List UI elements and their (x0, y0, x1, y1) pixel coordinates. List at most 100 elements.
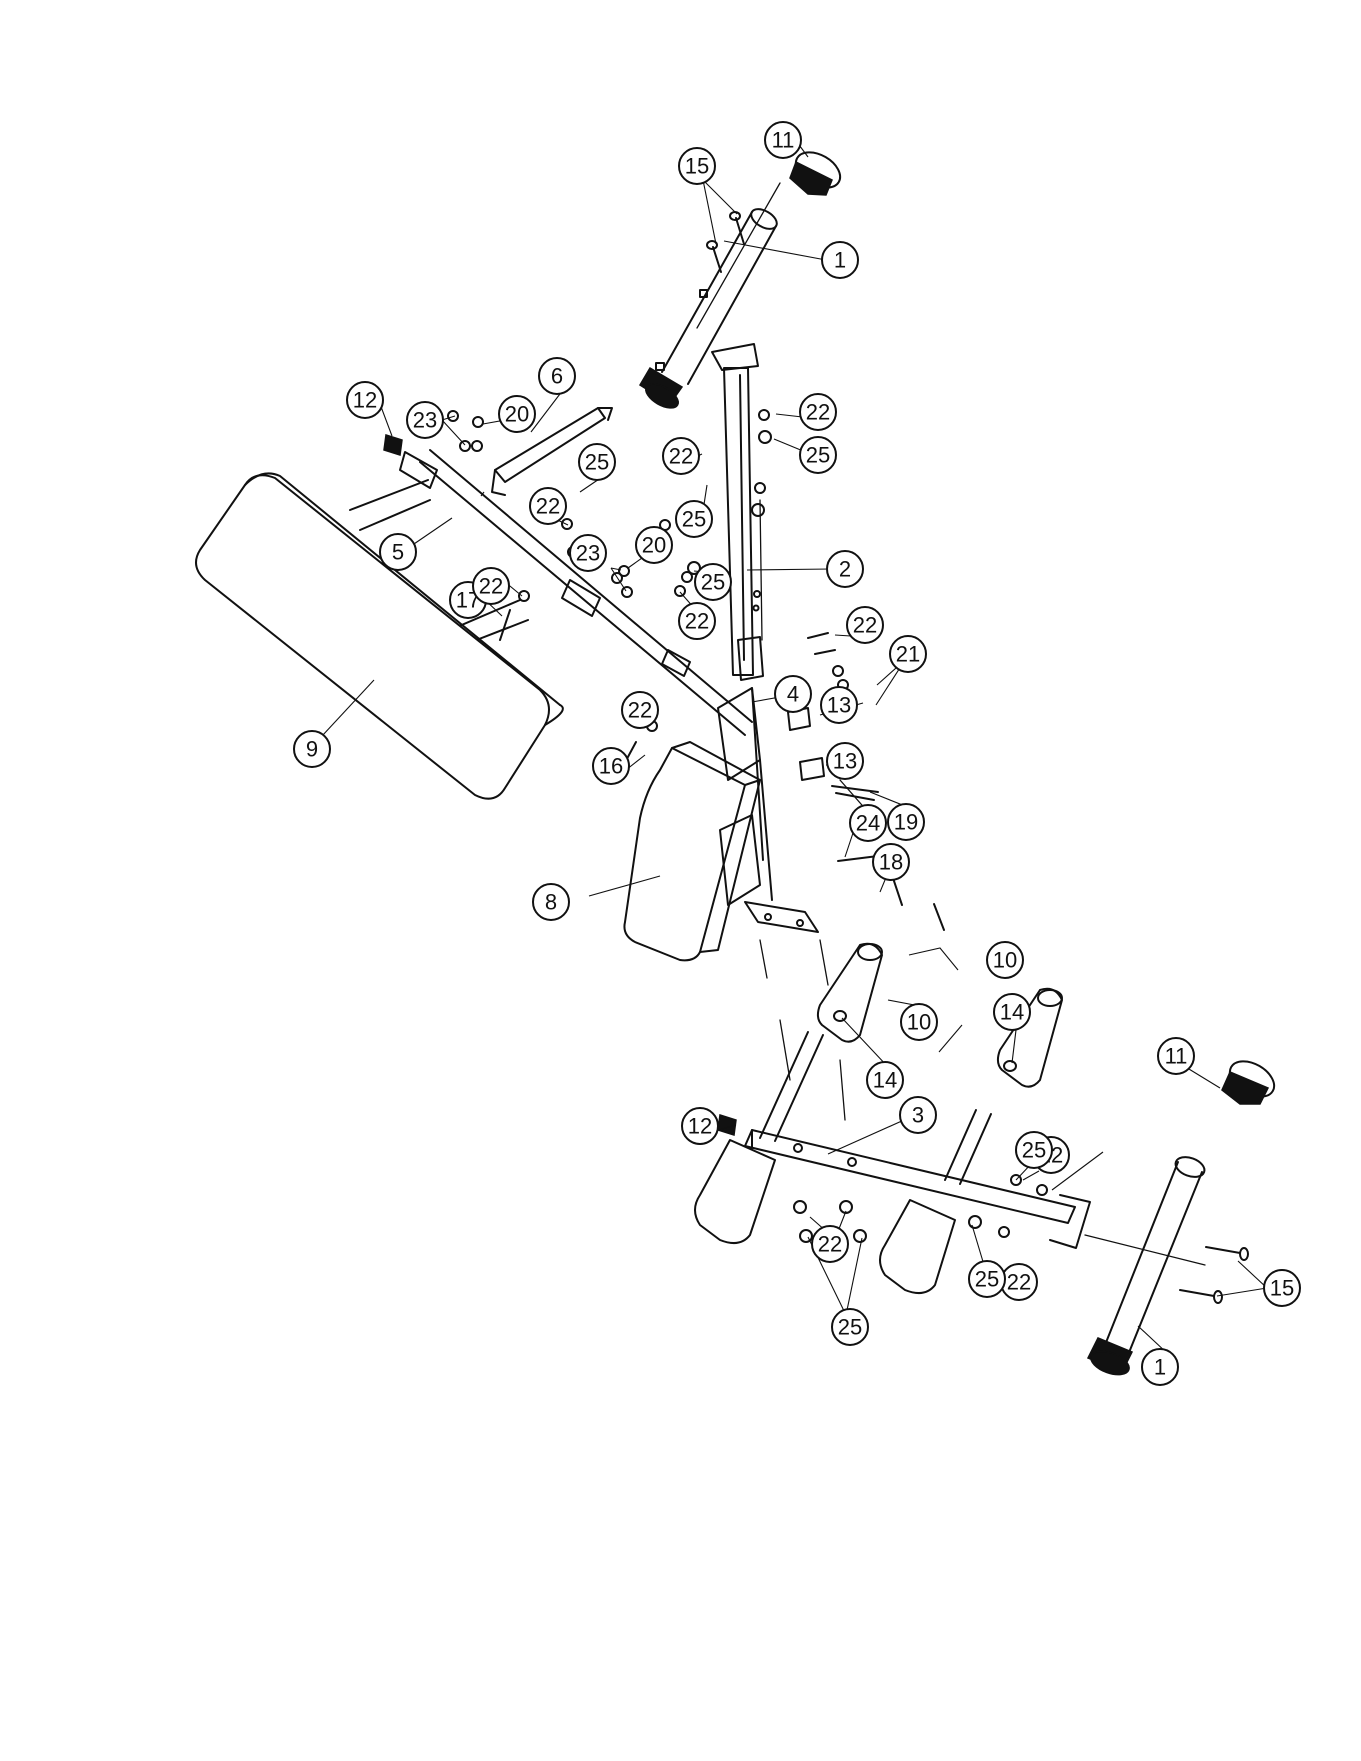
svg-text:19: 19 (894, 810, 918, 835)
callout-label: 25 (695, 564, 731, 600)
callout-label: 25 (800, 437, 836, 473)
svg-text:2: 2 (839, 557, 851, 582)
callout-label: 20 (636, 527, 672, 563)
callout-label: 22 (847, 607, 883, 643)
svg-text:25: 25 (682, 507, 706, 532)
front-leg-tube (656, 183, 780, 384)
callout-label: 22 (1001, 1264, 1037, 1300)
callout-label: 1 (1142, 1349, 1178, 1385)
callout-label: 13 (827, 743, 863, 779)
svg-text:22: 22 (669, 444, 693, 469)
svg-text:1: 1 (834, 248, 846, 273)
callout-label: 22 (812, 1226, 848, 1262)
svg-text:16: 16 (599, 754, 623, 779)
callout-label: 13 (821, 687, 857, 723)
svg-text:25: 25 (975, 1267, 999, 1292)
svg-text:14: 14 (1000, 1000, 1024, 1025)
svg-text:25: 25 (585, 450, 609, 475)
callout-label: 22 (800, 394, 836, 430)
svg-text:25: 25 (1022, 1138, 1046, 1163)
callout-label: 5 (380, 534, 416, 570)
callout-label: 22 (622, 692, 658, 728)
callout-label: 18 (873, 844, 909, 880)
svg-text:25: 25 (806, 443, 830, 468)
callout-label: 10 (987, 942, 1023, 978)
end-cap-11-bottom (1222, 1054, 1280, 1104)
callout-label: 23 (407, 402, 443, 438)
svg-text:5: 5 (392, 540, 404, 565)
callout-label: 11 (1158, 1038, 1194, 1074)
svg-text:20: 20 (642, 533, 666, 558)
svg-text:4: 4 (787, 682, 799, 707)
svg-text:22: 22 (806, 400, 830, 425)
svg-text:3: 3 (912, 1103, 924, 1128)
svg-text:13: 13 (827, 693, 851, 718)
plastic-caps-13 (788, 708, 824, 780)
callout-label: 1 (822, 242, 858, 278)
svg-text:10: 10 (907, 1010, 931, 1035)
svg-text:22: 22 (628, 698, 652, 723)
svg-text:14: 14 (873, 1068, 897, 1093)
svg-text:18: 18 (879, 850, 903, 875)
svg-text:22: 22 (1007, 1270, 1031, 1295)
svg-text:12: 12 (688, 1114, 712, 1139)
svg-text:9: 9 (306, 737, 318, 762)
svg-text:22: 22 (853, 613, 877, 638)
callout-label: 22 (663, 438, 699, 474)
callout-label: 11 (765, 122, 801, 158)
callout-label: 20 (499, 396, 535, 432)
svg-text:11: 11 (1165, 1044, 1188, 1069)
callout-label: 21 (890, 636, 926, 672)
callout-label: 10 (901, 1004, 937, 1040)
svg-text:20: 20 (505, 402, 529, 427)
back-leg-tube (1085, 1153, 1207, 1355)
callout-label: 15 (1264, 1270, 1300, 1306)
callout-label: 15 (679, 148, 715, 184)
callout-label: 25 (676, 501, 712, 537)
callout-label: 12 (347, 382, 383, 418)
callout-label: 22 (530, 488, 566, 524)
svg-text:24: 24 (856, 811, 880, 836)
svg-text:11: 11 (772, 128, 795, 153)
svg-text:23: 23 (576, 541, 600, 566)
callout-label: 12 (682, 1108, 718, 1144)
svg-text:10: 10 (993, 948, 1017, 973)
end-cap-foot-bottom (1088, 1338, 1132, 1379)
svg-text:22: 22 (479, 574, 503, 599)
end-cap-11-top (790, 145, 847, 195)
callout-label: 4 (775, 676, 811, 712)
callout-label: 3 (900, 1097, 936, 1133)
callout-label: 14 (867, 1062, 903, 1098)
roller-pads-bottom (695, 1140, 955, 1293)
bolts-15-top (707, 212, 744, 272)
svg-text:25: 25 (838, 1315, 862, 1340)
svg-text:8: 8 (545, 890, 557, 915)
callout-label: 25 (832, 1309, 868, 1345)
callout-label: 8 (533, 884, 569, 920)
svg-text:22: 22 (536, 494, 560, 519)
svg-text:13: 13 (833, 749, 857, 774)
callout-label: 14 (994, 994, 1030, 1030)
end-cap-foot-top (640, 368, 682, 413)
callout-label: 25 (969, 1261, 1005, 1297)
svg-text:23: 23 (413, 408, 437, 433)
svg-text:25: 25 (701, 570, 725, 595)
bolts-15-bottom (1180, 1247, 1248, 1303)
callout-label: 23 (570, 535, 606, 571)
svg-text:15: 15 (685, 154, 709, 179)
svg-text:6: 6 (551, 364, 563, 389)
svg-text:21: 21 (896, 642, 920, 667)
callout-label: 19 (888, 804, 924, 840)
seat-pad (624, 742, 760, 960)
callout-label: 25 (579, 444, 615, 480)
callout-label: 24 (850, 805, 886, 841)
callout-label: 22 (473, 568, 509, 604)
callout-label: 6 (539, 358, 575, 394)
svg-text:1: 1 (1154, 1355, 1166, 1380)
callout-label: 16 (593, 748, 629, 784)
svg-text:15: 15 (1270, 1276, 1294, 1301)
svg-text:22: 22 (818, 1232, 842, 1257)
callout-label: 9 (294, 731, 330, 767)
callout-label: 25 (1016, 1132, 1052, 1168)
